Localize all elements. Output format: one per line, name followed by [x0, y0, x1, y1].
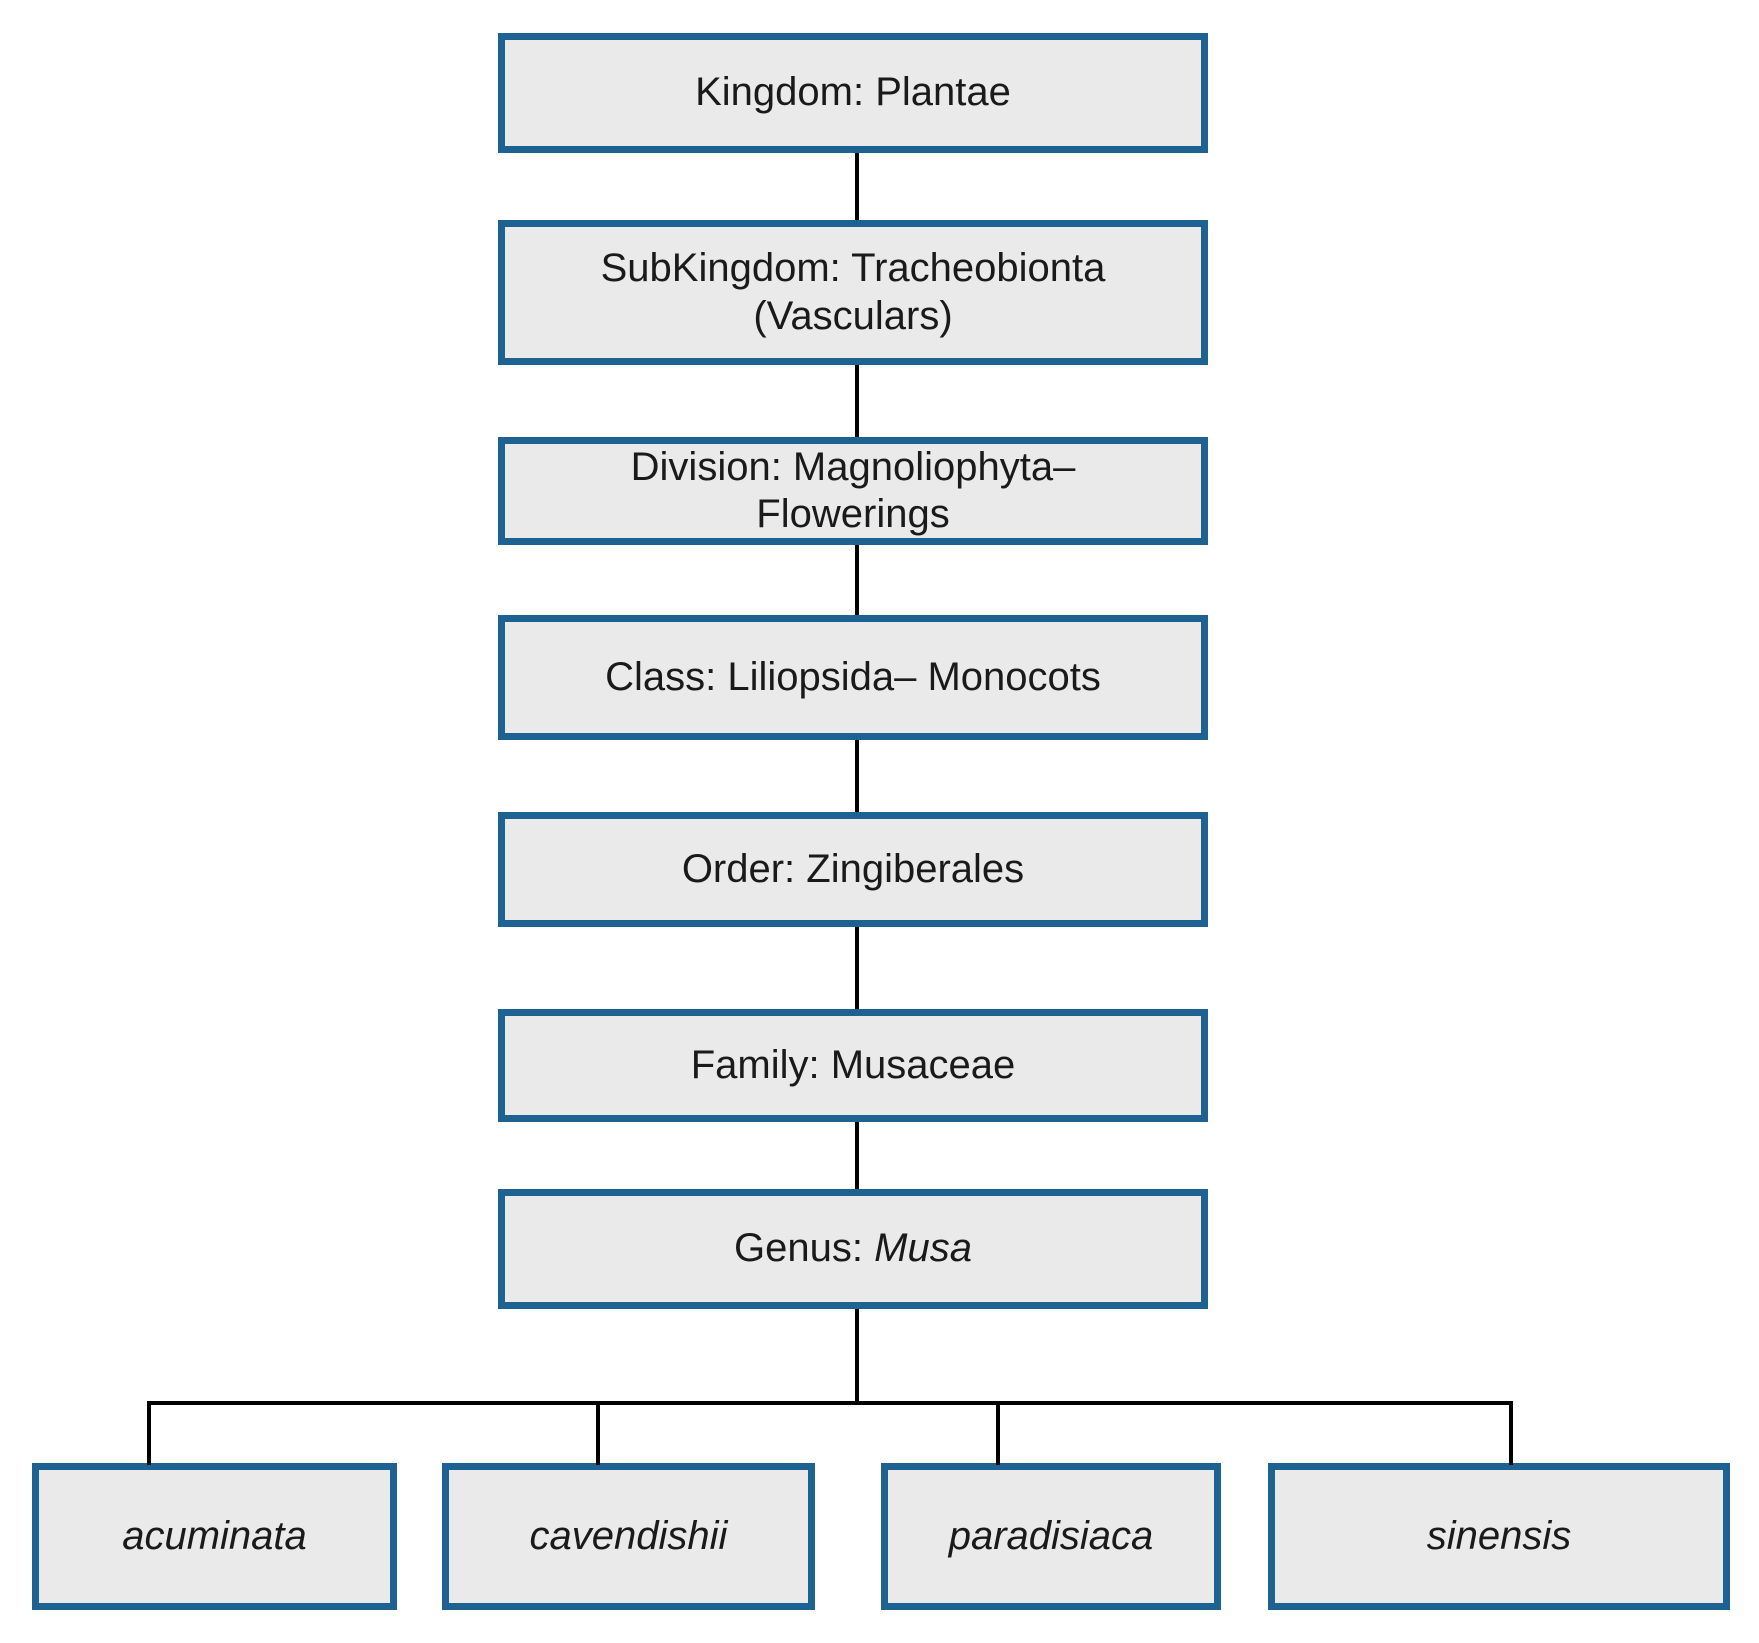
node-species-acuminata: acuminata [32, 1463, 397, 1610]
node-division-label: Division: Magnoliophyta– Flowerings [630, 444, 1076, 536]
node-class-label: Class: Liliopsida– Monocots [605, 654, 1101, 699]
node-genus-label: Genus: Musa [724, 1225, 982, 1272]
node-kingdom-label: Kingdom: Plantae [695, 70, 1011, 115]
node-order-label: Order: Zingiberales [681, 846, 1025, 891]
node-species-paradisiaca: paradisiaca [881, 1463, 1221, 1610]
node-genus: Genus: Musa [498, 1189, 1208, 1309]
node-kingdom: Kingdom: Plantae [498, 33, 1208, 153]
branch-horizontal [147, 1401, 1513, 1405]
connector-subkingdom-division [855, 365, 859, 437]
connector-kingdom-subkingdom [855, 153, 859, 220]
node-class: Class: Liliopsida– Monocots [498, 615, 1208, 740]
species-acuminata-label: acuminata [122, 1513, 307, 1558]
connector-order-family [855, 927, 859, 1009]
genus-name-italic: Musa [874, 1226, 972, 1271]
drop-cavendishii [596, 1401, 600, 1465]
genus-prefix: Genus: [734, 1226, 875, 1271]
drop-sinensis [1509, 1401, 1513, 1465]
node-family-label: Family: Musaceae [690, 1042, 1016, 1087]
node-species-sinensis: sinensis [1268, 1463, 1730, 1610]
connector-division-class [855, 545, 859, 615]
connector-class-order [855, 740, 859, 812]
drop-acuminata [147, 1401, 151, 1465]
node-subkingdom: SubKingdom: Tracheobionta (Vasculars) [498, 220, 1208, 365]
species-paradisiaca-label: paradisiaca [948, 1513, 1154, 1558]
node-species-cavendishii: cavendishii [442, 1463, 815, 1610]
drop-paradisiaca [996, 1401, 1000, 1465]
connector-genus-branch [855, 1309, 859, 1405]
node-division: Division: Magnoliophyta– Flowerings [498, 437, 1208, 545]
species-cavendishii-label: cavendishii [529, 1513, 728, 1558]
node-order: Order: Zingiberales [498, 812, 1208, 927]
species-sinensis-label: sinensis [1426, 1513, 1572, 1558]
node-family: Family: Musaceae [498, 1009, 1208, 1122]
node-subkingdom-label: SubKingdom: Tracheobionta (Vasculars) [600, 246, 1106, 338]
connector-family-genus [855, 1122, 859, 1189]
